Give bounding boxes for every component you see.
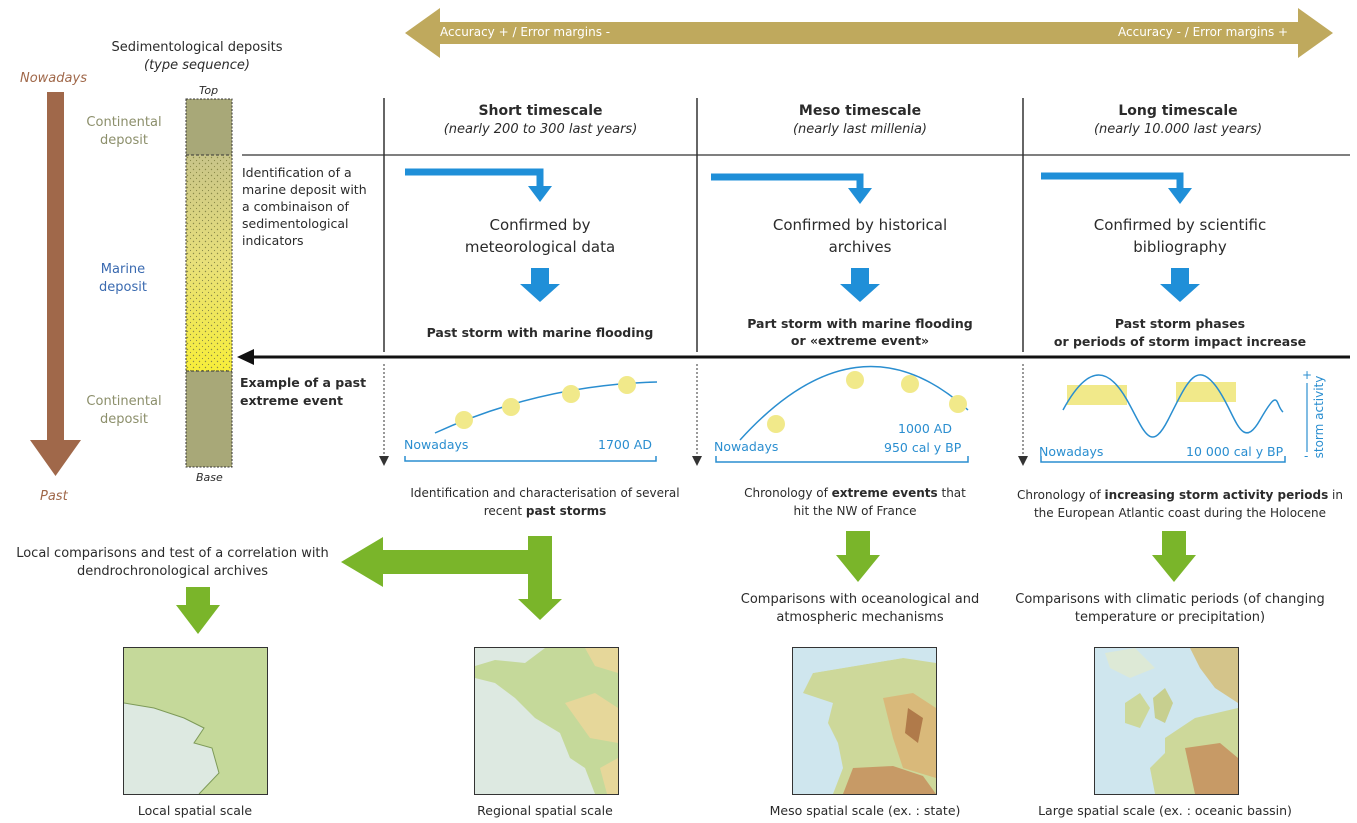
long-timescale-title: Long timescale [1118,103,1238,119]
continental-bottom-layer [186,371,232,467]
result-short: Past storm with marine flooding [426,325,654,340]
accuracy-arrow [405,8,1333,58]
long-timescale-subtitle: (nearly 10.000 last years) [1093,122,1263,137]
caption-long: Chronology of increasing storm activity … [1015,486,1345,522]
marine-label: Marine deposit [99,262,147,295]
local-map-label: Local spatial scale [137,803,253,818]
sediment-title: Sedimentological deposits [111,40,283,55]
example-text: Example of a past extreme event [240,375,367,408]
chart3-right-label: 10 000 cal y BP [1186,444,1284,459]
caption-long-pre: Chronology of [1016,488,1101,502]
confirmed-bibliography: Confirmed by scientific bibliography [1093,216,1267,256]
caption-meso: Chronology of extreme events that hit th… [740,484,970,520]
chart2-right-label-2: 950 cal y BP [884,440,962,455]
short-timescale-subtitle: (nearly 200 to 300 last years) [443,122,638,137]
caption-meso-post: that hit the NW of France [793,486,966,518]
short-timescale-title: Short timescale [478,103,603,119]
large-map [1094,647,1239,795]
chart1-right-label: 1700 AD [598,437,652,452]
accuracy-left-label: Accuracy + / Error margins - [440,25,611,39]
storm-activity-label: storm activity [1312,375,1326,459]
continental-top-label: Continental deposit [86,115,162,148]
chart2-left-label: Nowadays [714,439,779,454]
continental-top-layer [186,99,232,155]
regional-map [474,647,619,795]
chart2-right-label-1: 1000 AD [898,421,952,436]
regional-map-label: Regional spatial scale [477,803,613,818]
base-label: Base [196,471,223,484]
meso-map [792,647,937,795]
time-arrow-shaft [47,92,64,442]
accuracy-right-label: Accuracy - / Error margins + [1118,25,1289,39]
chart1-left-label: Nowadays [404,437,469,452]
sediment-subtitle: (type sequence) [144,58,250,73]
identification-text: Identification of a marine deposit with … [242,165,367,248]
result-meso-2: or «extreme event» [790,333,930,348]
result-long-1: Past storm phases [1114,316,1246,331]
past-label: Past [40,489,68,504]
local-comparison-text: Local comparisons and test of a correlat… [16,546,329,579]
caption-meso-bold: extreme events [831,486,938,500]
meso-timescale-title: Meso timescale [798,103,922,119]
result-long-2: or periods of storm impact increase [1053,334,1307,349]
chart3-left-label: Nowadays [1039,444,1104,459]
confirmed-historical: Confirmed by historical archives [772,216,948,256]
time-arrow-head [30,440,81,476]
continental-bottom-label: Continental deposit [86,394,162,427]
large-map-label: Large spatial scale (ex. : oceanic bassi… [1038,803,1292,818]
caption-short-text: Identification and characterisation of s… [410,486,680,518]
top-label: Top [199,84,219,97]
caption-long-bold: increasing storm activity periods [1104,488,1329,502]
storm-plus: + [1302,368,1313,382]
result-meso-1: Part storm with marine flooding [747,316,973,331]
caption-long-post: in the European Atlantic coast during th… [1033,488,1343,520]
local-map [123,647,268,795]
confirmed-meteorological: Confirmed by meteorological data [464,216,616,256]
meso-map-label: Meso spatial scale (ex. : state) [769,803,961,818]
caption-short-bold: past storms [525,504,607,518]
meso-timescale-subtitle: (nearly last millenia) [792,122,928,137]
caption-meso-pre: Chronology of [744,486,828,500]
comparison-climatic: Comparisons with climatic periods (of ch… [1015,592,1325,625]
nowadays-label: Nowadays [20,71,87,86]
storm-minus: - [1304,449,1309,463]
caption-short: Identification and characterisation of s… [395,484,695,520]
comparison-oceanological: Comparisons with oceanological and atmos… [740,592,980,625]
